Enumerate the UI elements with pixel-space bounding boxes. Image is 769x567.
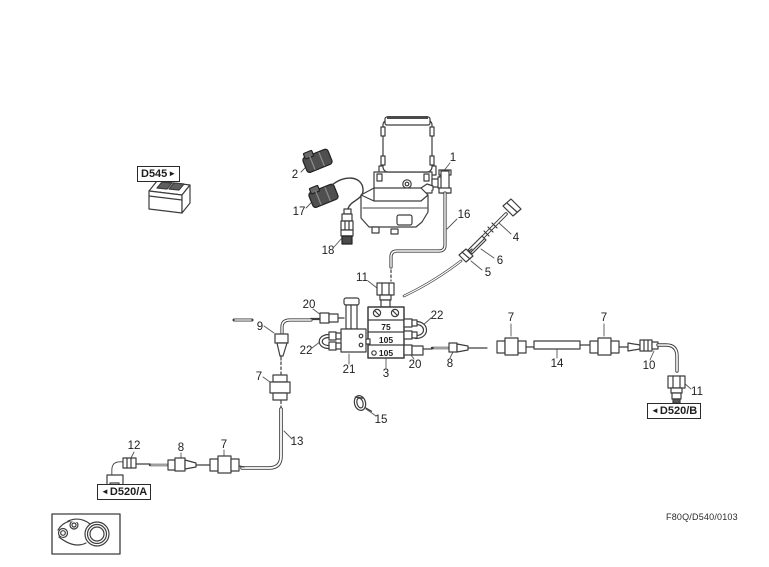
- washer-6: [467, 235, 487, 255]
- callout-9: 9: [256, 321, 264, 333]
- callout-11-top: 11: [356, 272, 368, 284]
- pump-motor: [373, 116, 437, 194]
- union-7-left: [269, 374, 291, 410]
- callout-3: 3: [382, 368, 390, 380]
- connector-17: [308, 183, 339, 208]
- elbow-tube-right: [656, 343, 679, 373]
- sensor-cable: [402, 259, 463, 298]
- callout-22-right: 22: [430, 310, 444, 322]
- valve-block-21: [340, 297, 371, 353]
- connector-2: [302, 148, 333, 173]
- callout-4: 4: [512, 232, 520, 244]
- left-arrow-icon: ◄: [101, 487, 109, 496]
- fitting-20-right: [403, 344, 433, 356]
- valve-block-3: [367, 306, 405, 359]
- tube-13: [240, 407, 283, 470]
- block-marking-105b: 105: [379, 348, 393, 358]
- fitting-11-top: [376, 282, 395, 308]
- callout-15: 15: [374, 414, 388, 426]
- legend-icon-box: [51, 513, 121, 555]
- fitting-8-left: [148, 457, 211, 472]
- callout-6: 6: [496, 255, 504, 267]
- callout-7-left: 7: [255, 371, 263, 383]
- callout-20-top: 20: [302, 299, 316, 311]
- ref-box-d520a-label: D520/A: [109, 486, 148, 498]
- reservoir: [360, 183, 434, 235]
- ref-box-d520b[interactable]: ◄D520/B: [647, 403, 702, 419]
- union-7-bottom: [209, 455, 245, 474]
- ref-box-d520b-label: D520/B: [659, 405, 698, 417]
- block-marking-105a: 105: [379, 335, 393, 345]
- callout-14: 14: [550, 358, 564, 370]
- callout-7-right2: 7: [600, 312, 608, 324]
- nut-5: [458, 248, 474, 263]
- loop-22-left: [318, 331, 342, 351]
- relay-part: [148, 180, 191, 214]
- fitting-10: [627, 339, 659, 352]
- block-marking-75: 75: [381, 322, 391, 332]
- fitting-11-right: [667, 375, 686, 404]
- callout-20-right: 20: [408, 359, 422, 371]
- callout-7-right1: 7: [507, 312, 515, 324]
- fitting-20-left: [309, 312, 345, 324]
- callout-11-right: 11: [691, 386, 703, 398]
- left-arrow-icon: ◄: [651, 406, 659, 415]
- callout-5: 5: [484, 267, 492, 279]
- elbow-9: [232, 318, 313, 375]
- callout-8-right: 8: [446, 358, 454, 370]
- elbow-12: [106, 457, 151, 490]
- fitting-1: [431, 169, 452, 194]
- union-7-right2: [579, 337, 629, 356]
- ref-box-d545-label: D545: [141, 168, 168, 180]
- pipe-8-right: [430, 342, 488, 353]
- figure-code: F80Q/D540/0103: [666, 512, 738, 522]
- callout-1: 1: [449, 152, 457, 164]
- callout-leader-lines: [130, 162, 692, 460]
- union-7-right1: [496, 337, 535, 356]
- callout-13: 13: [290, 436, 304, 448]
- connector-cable: [330, 177, 364, 210]
- callout-18: 18: [321, 245, 335, 257]
- ref-box-d545[interactable]: D545►: [137, 166, 181, 182]
- callout-2: 2: [291, 169, 299, 181]
- callout-16: 16: [457, 209, 471, 221]
- callout-21: 21: [342, 364, 356, 376]
- connector-18: [340, 208, 354, 245]
- ref-box-d520a[interactable]: ◄D520/A: [97, 484, 152, 500]
- callout-10: 10: [642, 360, 656, 372]
- callout-12: 12: [127, 440, 141, 452]
- clip-15: [353, 395, 373, 412]
- loop-22-right: [403, 318, 428, 340]
- bolt-4: [478, 198, 522, 242]
- callout-7-bottom: 7: [220, 439, 228, 451]
- callout-17: 17: [292, 206, 306, 218]
- tube-16: [389, 191, 447, 282]
- callout-22-left: 22: [299, 345, 313, 357]
- tube-14: [533, 340, 581, 350]
- right-arrow-icon: ►: [168, 169, 177, 178]
- callout-8-left: 8: [177, 442, 185, 454]
